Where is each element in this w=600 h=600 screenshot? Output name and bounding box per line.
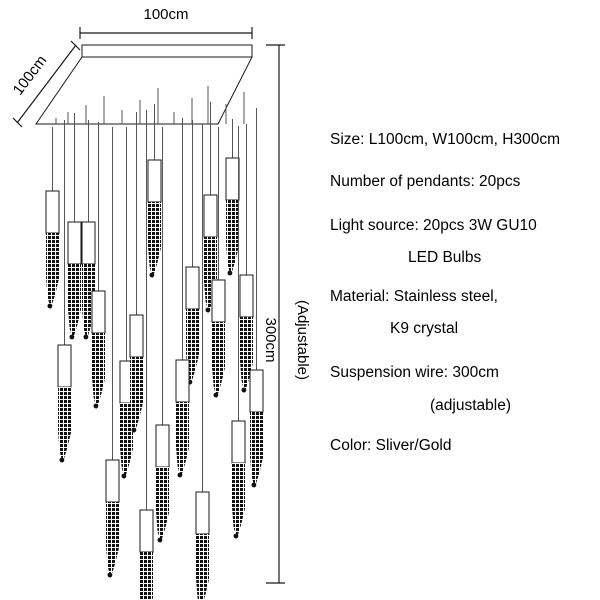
pendant-tube <box>91 290 106 334</box>
crystal-beads <box>226 200 239 276</box>
pendant-tube <box>203 194 218 238</box>
chandelier-drawing: 100cm 100cm <box>10 6 311 600</box>
pendant-tube <box>249 369 264 413</box>
pendant <box>57 120 72 463</box>
crystal-beads <box>92 333 105 409</box>
pendant <box>147 104 162 278</box>
crystal-beads <box>106 502 119 578</box>
pendant-group <box>45 102 264 600</box>
pendant <box>249 108 264 488</box>
height-dimension-label: 300cm <box>262 317 279 362</box>
pendant <box>185 120 200 385</box>
crystal-beads <box>156 467 169 543</box>
pendant-tube <box>211 279 226 323</box>
pendant-tube <box>129 314 144 358</box>
crystal-tip-bead <box>157 537 163 543</box>
crystal-tip-bead <box>121 473 127 479</box>
crystal-beads <box>232 463 245 539</box>
width-dimension-label: 100cm <box>143 6 188 23</box>
rear-rod-stubs <box>55 86 245 124</box>
crystal-beads <box>120 403 133 479</box>
crystal-tip-bead <box>227 270 233 276</box>
crystal-beads <box>130 357 143 433</box>
crystal-tip-bead <box>205 307 211 313</box>
chandelier-svg: 100cm 100cm <box>10 6 311 600</box>
crystal-tip-bead <box>241 387 247 393</box>
pendant <box>139 110 154 600</box>
pendant <box>225 119 240 276</box>
crystal-beads <box>68 264 81 340</box>
spec-line: Material: Stainless steel, <box>330 288 498 305</box>
pendant-tube <box>195 491 210 535</box>
pendant <box>119 127 134 479</box>
pendant-tube <box>185 266 200 310</box>
pendant <box>105 127 120 578</box>
crystal-tip-bead <box>233 533 239 539</box>
spec-line: Number of pendants: 20pcs <box>330 173 521 190</box>
pendant <box>231 126 246 539</box>
spec-line: LED Bulbs <box>408 249 482 266</box>
pendant-tube <box>225 157 240 201</box>
pendant-tube <box>139 509 154 553</box>
pendant <box>239 124 254 393</box>
crystal-beads <box>140 552 153 600</box>
crystal-tip-bead <box>251 482 257 488</box>
crystal-beads <box>250 412 263 488</box>
pendant-tube <box>239 274 254 318</box>
spec-line: Suspension wire: 300cm <box>330 364 499 381</box>
pendant <box>129 112 144 433</box>
crystal-tip-bead <box>47 303 53 309</box>
crystal-beads <box>196 534 209 600</box>
crystal-beads <box>46 233 59 309</box>
pendant <box>91 122 106 409</box>
pendant-tube <box>175 359 190 403</box>
crystal-tip-bead <box>149 272 155 278</box>
crystal-beads <box>176 402 189 478</box>
pendant-tube <box>155 424 170 468</box>
crystal-tip-bead <box>213 392 219 398</box>
depth-dimension-label: 100cm <box>10 52 51 98</box>
pendant <box>175 118 190 478</box>
pendant-tube <box>81 221 96 265</box>
crystal-tip-bead <box>131 427 137 433</box>
pendant-tube <box>231 420 246 464</box>
pendant <box>45 127 60 309</box>
spec-line: Light source: 20pcs 3W GU10 <box>330 217 537 234</box>
crystal-tip-bead <box>69 334 75 340</box>
pendant <box>155 127 170 543</box>
pendant-tube <box>105 459 120 503</box>
height-adjustable-note: (Adjustable) <box>294 300 311 380</box>
pendant-tube <box>45 190 60 234</box>
crystal-tip-bead <box>83 334 89 340</box>
pendant-tube <box>147 159 162 203</box>
spec-line: Size: L100cm, W100cm, H300cm <box>330 131 561 148</box>
pendant <box>67 113 82 340</box>
pendant-tube <box>57 344 72 388</box>
crystal-beads <box>212 322 225 398</box>
pendant-tube <box>67 221 82 265</box>
spec-line: (adjustable) <box>430 397 511 414</box>
crystal-tip-bead <box>177 472 183 478</box>
ceiling-plate <box>35 44 253 125</box>
pendant <box>195 124 210 600</box>
pendant <box>211 127 226 398</box>
crystal-tip-bead <box>107 572 113 578</box>
spec-line: K9 crystal <box>390 320 459 337</box>
crystal-beads <box>58 387 71 463</box>
crystal-tip-bead <box>59 457 65 463</box>
crystal-tip-bead <box>93 403 99 409</box>
height-dimension: 300cm (Adjustable) <box>262 44 311 584</box>
spec-line: Color: Sliver/Gold <box>330 437 452 454</box>
width-dimension: 100cm <box>79 6 253 39</box>
crystal-beads <box>148 202 161 278</box>
